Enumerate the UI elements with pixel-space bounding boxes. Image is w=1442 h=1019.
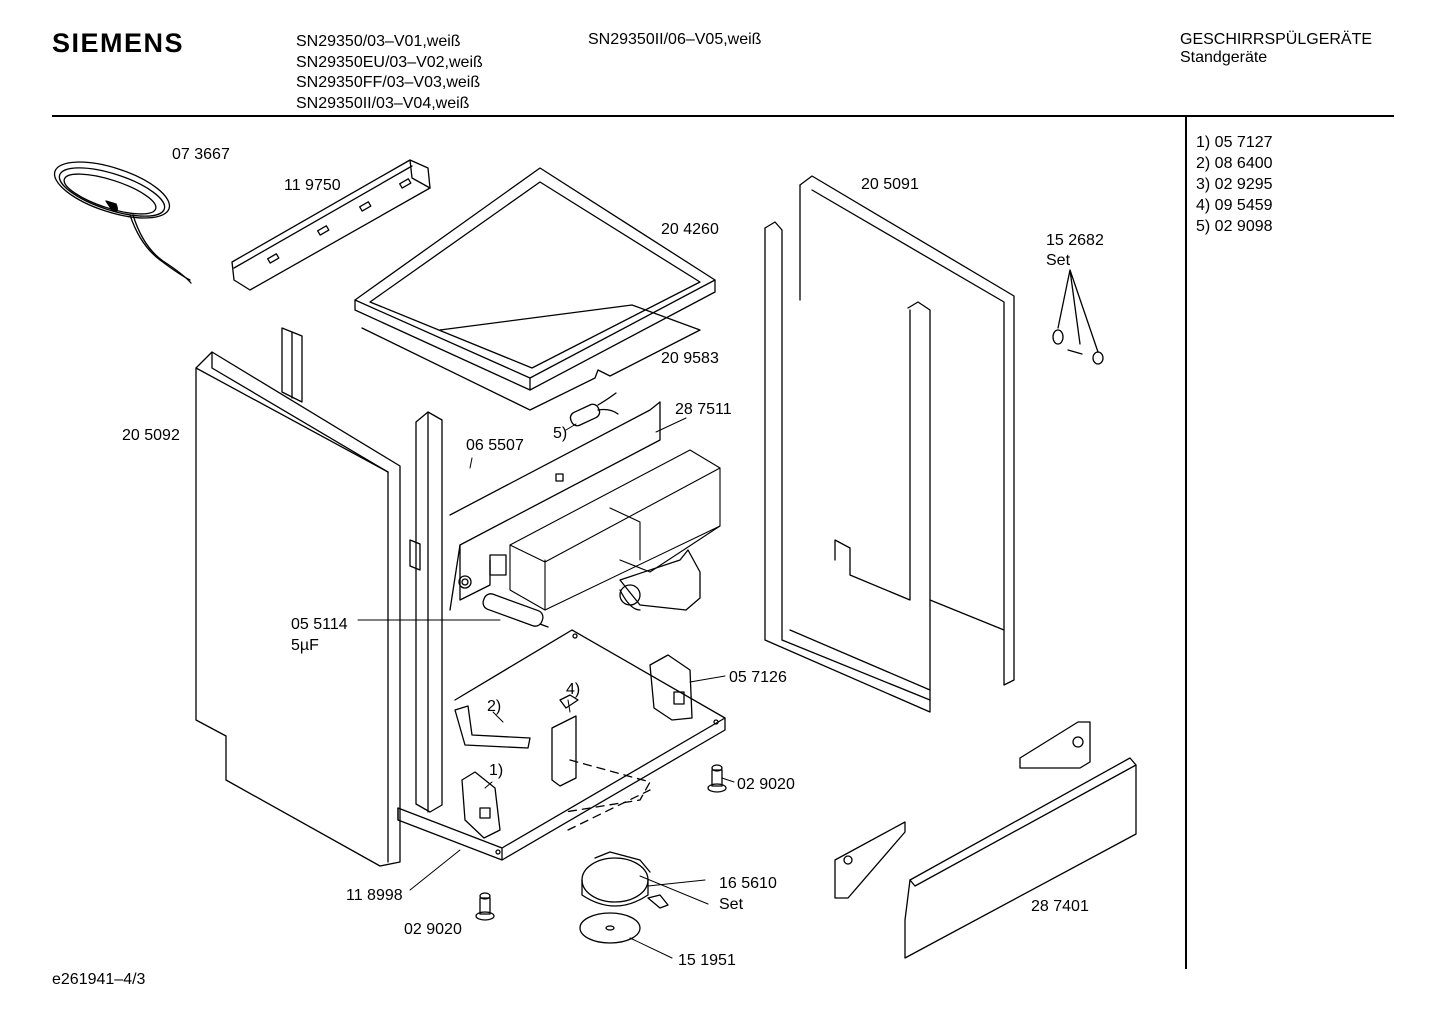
part-number-label: 11 9750: [284, 177, 341, 194]
holder-bracket: [462, 772, 500, 838]
interference-capacitor: [568, 393, 618, 428]
leader-lines: [358, 418, 734, 958]
kickplate-bracket: [1020, 722, 1090, 768]
part-number-label: 02 9020: [737, 776, 795, 793]
model-code: SN29350/03–V01,weiß: [296, 33, 461, 50]
side-upright: [410, 412, 442, 812]
sieve-disc: [580, 913, 640, 943]
part-number-label: 15 2682: [1046, 232, 1104, 249]
siemens-logo: SIEMENS: [52, 28, 185, 58]
header-divider: [52, 115, 1394, 117]
category-block: GESCHIRRSPÜLGERÄTE Standgeräte: [1180, 31, 1372, 67]
part-set-label: Set: [1046, 252, 1071, 269]
sidebar-divider: [1185, 117, 1187, 969]
drawing-id: e261941–4/3: [52, 971, 146, 988]
power-cord: [48, 151, 191, 283]
part-number-label: 07 3667: [172, 146, 230, 163]
reference-marker: 1): [489, 762, 504, 779]
reference-item: 5) 02 9098: [1196, 218, 1273, 235]
control-panel-frame: [450, 402, 660, 610]
part-number-label: 05 7126: [729, 669, 787, 686]
part-number-label: 05 5114: [291, 616, 348, 633]
reference-item: 1) 05 7127: [1196, 134, 1273, 151]
part-number-label: 11 8998: [346, 887, 403, 904]
category-title: GESCHIRRSPÜLGERÄTE: [1180, 31, 1373, 48]
reference-list: 1) 05 7127 2) 08 6400 3) 02 9295 4) 09 5…: [1196, 132, 1273, 237]
part-number-label: 20 9583: [661, 350, 719, 367]
insulation-mat: [362, 305, 700, 410]
part-number-label: 28 7511: [675, 401, 732, 418]
kickplate-bracket: [835, 822, 905, 898]
mounting-bracket: [650, 655, 692, 720]
reference-item: 2) 08 6400: [1196, 155, 1273, 172]
reference-marker: 5): [553, 425, 568, 442]
capacitance-label: 5µF: [291, 637, 319, 654]
model-code: SN29350II/06–V05,weiß: [588, 31, 762, 48]
adjustable-foot: [476, 893, 494, 920]
part-number-label: 06 5507: [466, 437, 524, 454]
reference-item: 4) 09 5459: [1196, 197, 1273, 214]
hose-clip: [455, 706, 530, 748]
pump-housing: [582, 852, 668, 908]
part-number-label: 16 5610: [719, 875, 777, 892]
model-list: SN29350/03–V01,weiß SN29350EU/03–V02,wei…: [296, 32, 483, 114]
left-side-panel: [196, 328, 400, 866]
worktop-cover: [355, 168, 715, 390]
base-plate: [398, 630, 725, 860]
adjustable-foot: [708, 765, 726, 792]
kickplate-panel: [905, 758, 1136, 958]
part-number-label: 20 5092: [122, 427, 180, 444]
drain-connector: [620, 550, 700, 610]
top-rail: [232, 160, 430, 290]
reference-marker: 4): [566, 681, 581, 698]
screw-set: [1053, 270, 1103, 364]
model-code: SN29350FF/03–V03,weiß: [296, 74, 481, 91]
float-switch-bracket: [552, 695, 650, 830]
part-number-label: 20 5091: [861, 176, 919, 193]
part-number-label: 02 9020: [404, 921, 462, 938]
part-set-label: Set: [719, 896, 744, 913]
reference-item: 3) 02 9295: [1196, 176, 1273, 193]
reference-marker: 2): [487, 698, 502, 715]
right-side-panel: [765, 176, 1014, 712]
motor-capacitor: [481, 592, 548, 628]
model-code: SN29350II/03–V04,weiß: [296, 94, 470, 112]
part-number-label: 28 7401: [1031, 898, 1089, 915]
category-subtitle: Standgeräte: [1180, 49, 1268, 66]
control-module: [510, 450, 720, 610]
model-code: SN29350EU/03–V02,weiß: [296, 53, 483, 71]
part-number-label: 15 1951: [678, 952, 736, 969]
part-number-label: 20 4260: [661, 221, 719, 238]
